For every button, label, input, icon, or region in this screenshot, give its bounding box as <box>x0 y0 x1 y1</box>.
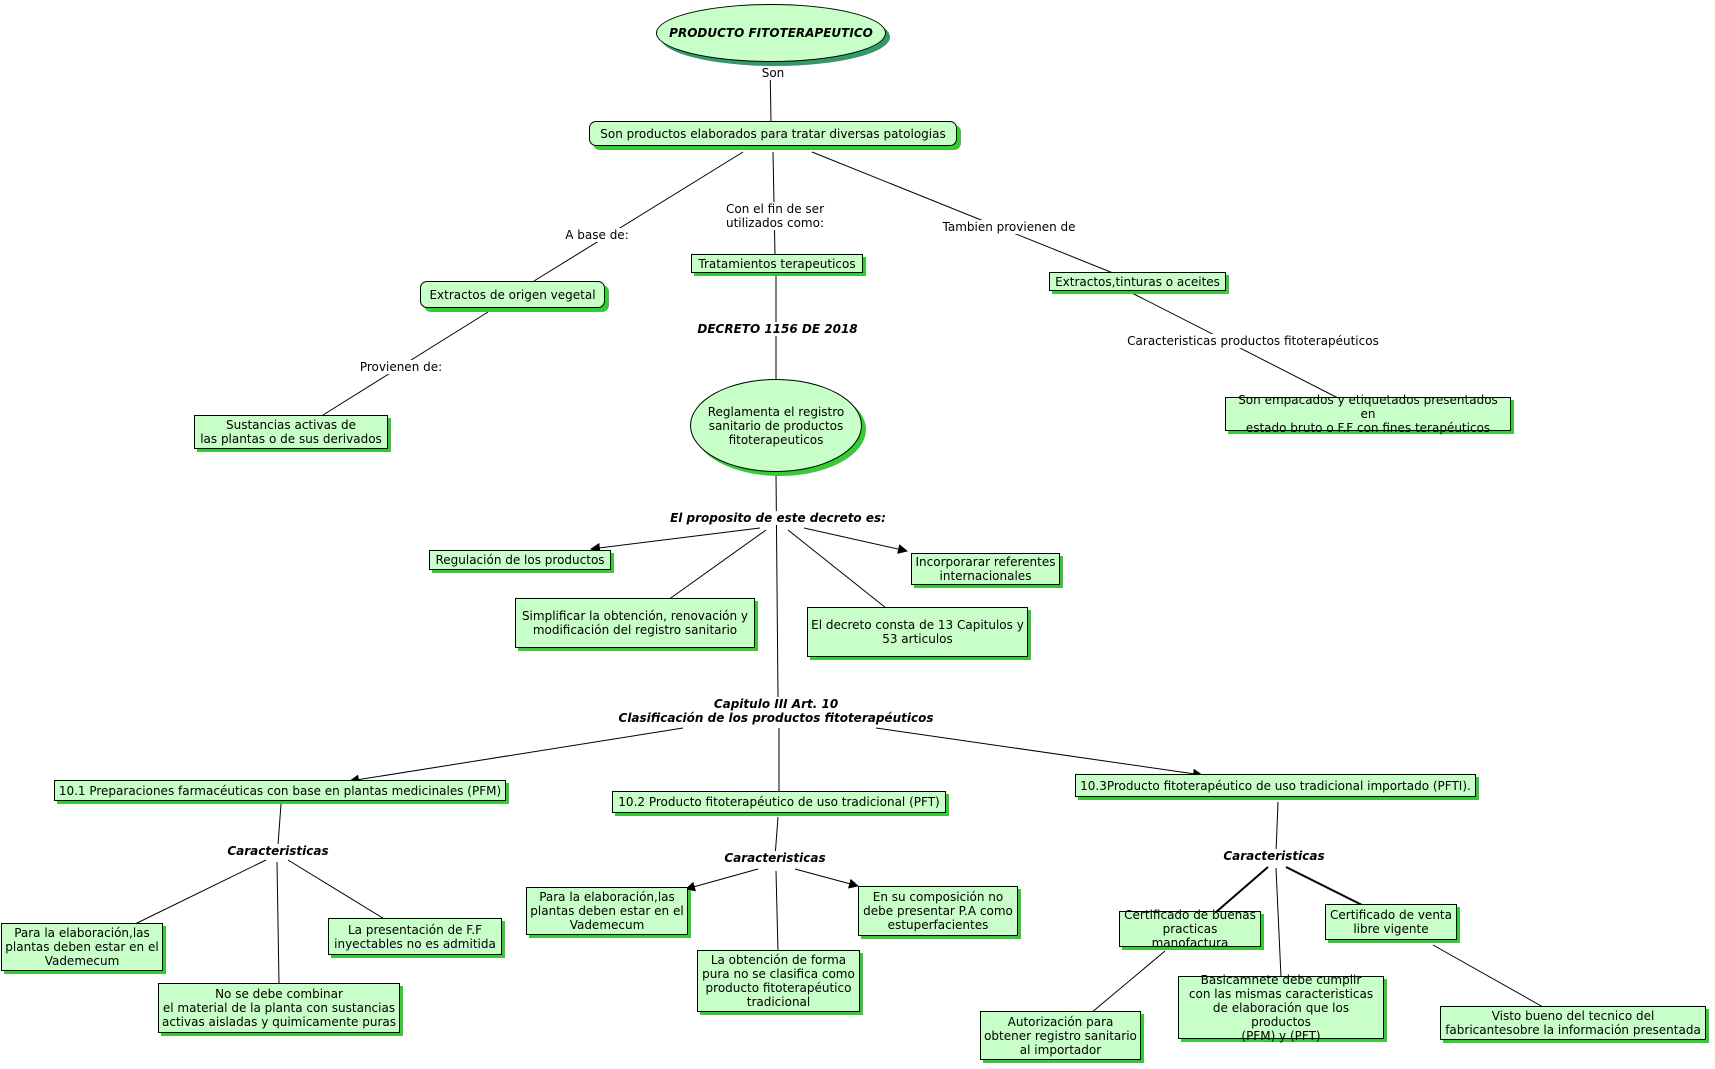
incorporar-node[interactable]: Incorporarar referentes internacionales <box>911 553 1060 585</box>
pft-node[interactable]: 10.2 Producto fitoterapéutico de uso tra… <box>612 791 946 813</box>
edge <box>774 816 779 858</box>
edge <box>811 151 1114 274</box>
pft-vademecum-node[interactable]: Para la elaboración,las plantas deben es… <box>526 887 688 935</box>
label-proposito: El proposito de este decreto es: <box>660 511 896 525</box>
extractos-tinturas-node[interactable]: Extractos,tinturas o aceites <box>1049 272 1226 291</box>
extractos-vegetal-node[interactable]: Extractos de origen vegetal <box>420 281 605 308</box>
reglamenta-node[interactable]: Reglamenta el registro sanitario de prod… <box>690 379 862 472</box>
pfti-venta-node[interactable]: Certificado de venta libre vigente <box>1325 904 1457 940</box>
edge <box>667 529 767 601</box>
edge <box>590 527 761 553</box>
pfti-autorizacion-node[interactable]: Autorización para obtener registro sanit… <box>980 1011 1141 1060</box>
edge <box>775 472 779 698</box>
edge <box>132 859 267 926</box>
pfti-cumplir-node[interactable]: Basicamnete debe cumplir con las mismas … <box>1178 973 1384 1043</box>
label-son: Son <box>751 66 795 80</box>
edge <box>1275 801 1279 854</box>
pfm-combinar-node[interactable]: No se debe combinar el material de la pl… <box>158 983 400 1033</box>
pfm-vademecum-node[interactable]: Para la elaboración,las plantas deben es… <box>1 923 163 971</box>
label-capitulo: Capitulo III Art. 10 Clasificación de lo… <box>604 697 948 725</box>
edge <box>685 868 759 892</box>
pft-forma-node[interactable]: La obtención de forma pura no se clasifi… <box>697 950 860 1012</box>
edge <box>775 870 779 953</box>
tratamientos-node[interactable]: Tratamientos terapeuticos <box>691 254 863 273</box>
label-caract-pfti: Caracteristicas <box>1216 849 1332 863</box>
edge <box>1275 867 1282 978</box>
edge <box>787 529 887 609</box>
pft-composicion-node[interactable]: En su composición no debe presentar P.A … <box>858 886 1018 936</box>
pfti-visto-node[interactable]: Visto bueno del tecnico del fabricanteso… <box>1440 1006 1706 1040</box>
pfm-inyectables-node[interactable]: La presentación de F.F inyectables no es… <box>328 918 502 955</box>
root-node[interactable]: PRODUCTO FITOTERAPEUTICO <box>656 4 886 62</box>
edge <box>1090 950 1166 1014</box>
label-provienen: Provienen de: <box>353 360 449 374</box>
label-tambien: Tambien provienen de <box>932 220 1086 234</box>
pfti-bpm-node[interactable]: Certificado de buenas practicas manofact… <box>1119 908 1261 950</box>
edge <box>1285 866 1365 907</box>
edge <box>276 861 280 984</box>
edge <box>1214 866 1269 914</box>
definition-node[interactable]: Son productos elaborados para tratar div… <box>589 121 957 146</box>
label-con-fin: Con el fin de ser utilizados como: <box>713 202 837 230</box>
label-caract-pft: Caracteristicas <box>717 851 833 865</box>
regulacion-node[interactable]: Regulación de los productos <box>429 550 611 570</box>
label-caract-pfm: Caracteristicas <box>220 844 336 858</box>
edge <box>794 868 859 889</box>
label-caract-fito: Caracteristicas productos fitoterapéutic… <box>1115 334 1391 348</box>
edge <box>287 859 387 921</box>
pfm-node[interactable]: 10.1 Preparaciones farmacéuticas con bas… <box>54 780 506 801</box>
edge <box>277 803 282 846</box>
edge <box>803 527 908 554</box>
label-a-base: A base de: <box>556 228 638 242</box>
label-decreto: DECRETO 1156 DE 2018 <box>688 322 867 336</box>
edge <box>533 151 744 282</box>
sustancias-node[interactable]: Sustancias activas de las plantas o de s… <box>194 415 388 449</box>
edge <box>349 727 684 785</box>
pfti-node[interactable]: 10.3Producto fitoterapéutico de uso trad… <box>1075 774 1476 797</box>
edge <box>1432 944 1544 1008</box>
simplificar-node[interactable]: Simplificar la obtención, renovación y m… <box>515 598 755 648</box>
empacados-node[interactable]: Son empacados y etiquetados presentados … <box>1225 393 1511 435</box>
edge <box>875 727 1203 779</box>
consta-node[interactable]: El decreto consta de 13 Capitulos y 53 a… <box>807 607 1028 657</box>
